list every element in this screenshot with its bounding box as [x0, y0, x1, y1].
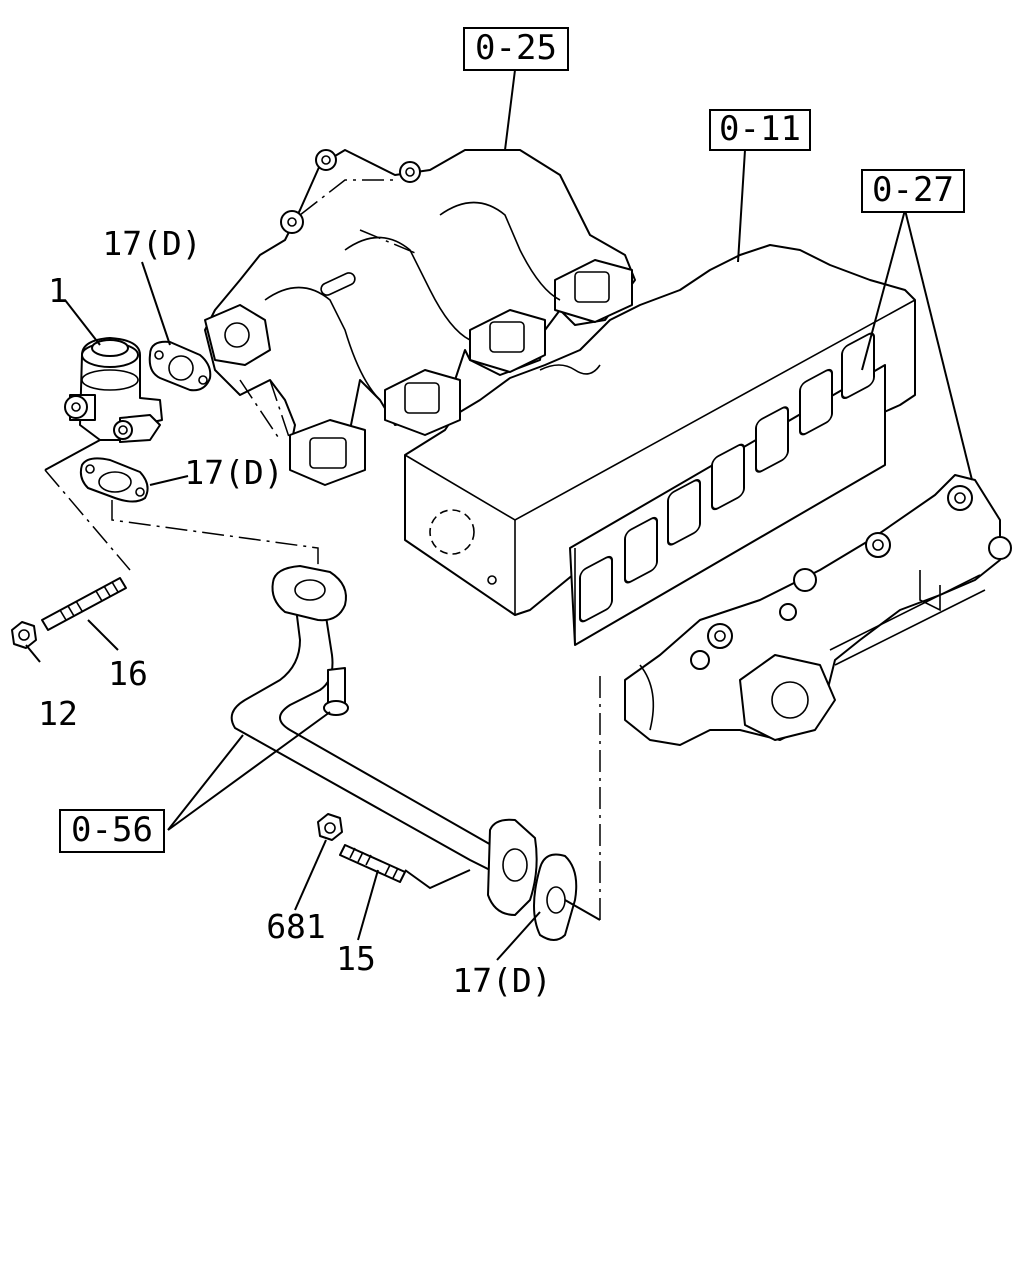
exhaust-gasket	[569, 332, 886, 646]
callout-nut-lower[interactable]: 681	[266, 907, 326, 946]
stud-16	[41, 577, 127, 631]
intake-manifold	[204, 149, 636, 486]
callout-stud-upper[interactable]: 16	[108, 654, 148, 693]
callout-stud-lower[interactable]: 15	[336, 939, 376, 978]
callout-gasket-valve-side[interactable]: 17(D)	[102, 224, 201, 263]
stud-15	[339, 844, 406, 883]
ref-label-exhaust-manifold: 0-27	[872, 170, 954, 210]
callout-gasket-pipe-end[interactable]: 17(D)	[452, 961, 551, 1000]
ref-box-exhaust-manifold[interactable]: 0-27	[861, 169, 965, 213]
nut-12	[11, 621, 37, 649]
ref-label-cylinder-head: 0-11	[719, 109, 801, 149]
callout-gasket-valve-bottom[interactable]: 17(D)	[184, 453, 283, 492]
ref-box-intake-manifold[interactable]: 0-25	[463, 27, 569, 71]
callout-egr-valve[interactable]: 1	[48, 271, 68, 310]
ref-label-egr-pipe: 0-56	[71, 810, 153, 850]
ref-label-intake-manifold: 0-25	[475, 28, 557, 68]
leader-lines	[25, 69, 973, 961]
ref-box-egr-pipe[interactable]: 0-56	[59, 809, 165, 853]
exhaust-manifold	[624, 474, 1012, 746]
gasket-lower	[533, 853, 578, 941]
gasket-middle	[79, 457, 149, 503]
ref-box-cylinder-head[interactable]: 0-11	[709, 109, 811, 151]
assembly-lines	[44, 379, 601, 921]
gasket-upper	[148, 340, 212, 392]
egr-valve	[64, 337, 163, 443]
nut-681	[317, 813, 343, 841]
egr-pipe	[230, 565, 538, 916]
callout-nut-upper[interactable]: 12	[38, 694, 78, 733]
